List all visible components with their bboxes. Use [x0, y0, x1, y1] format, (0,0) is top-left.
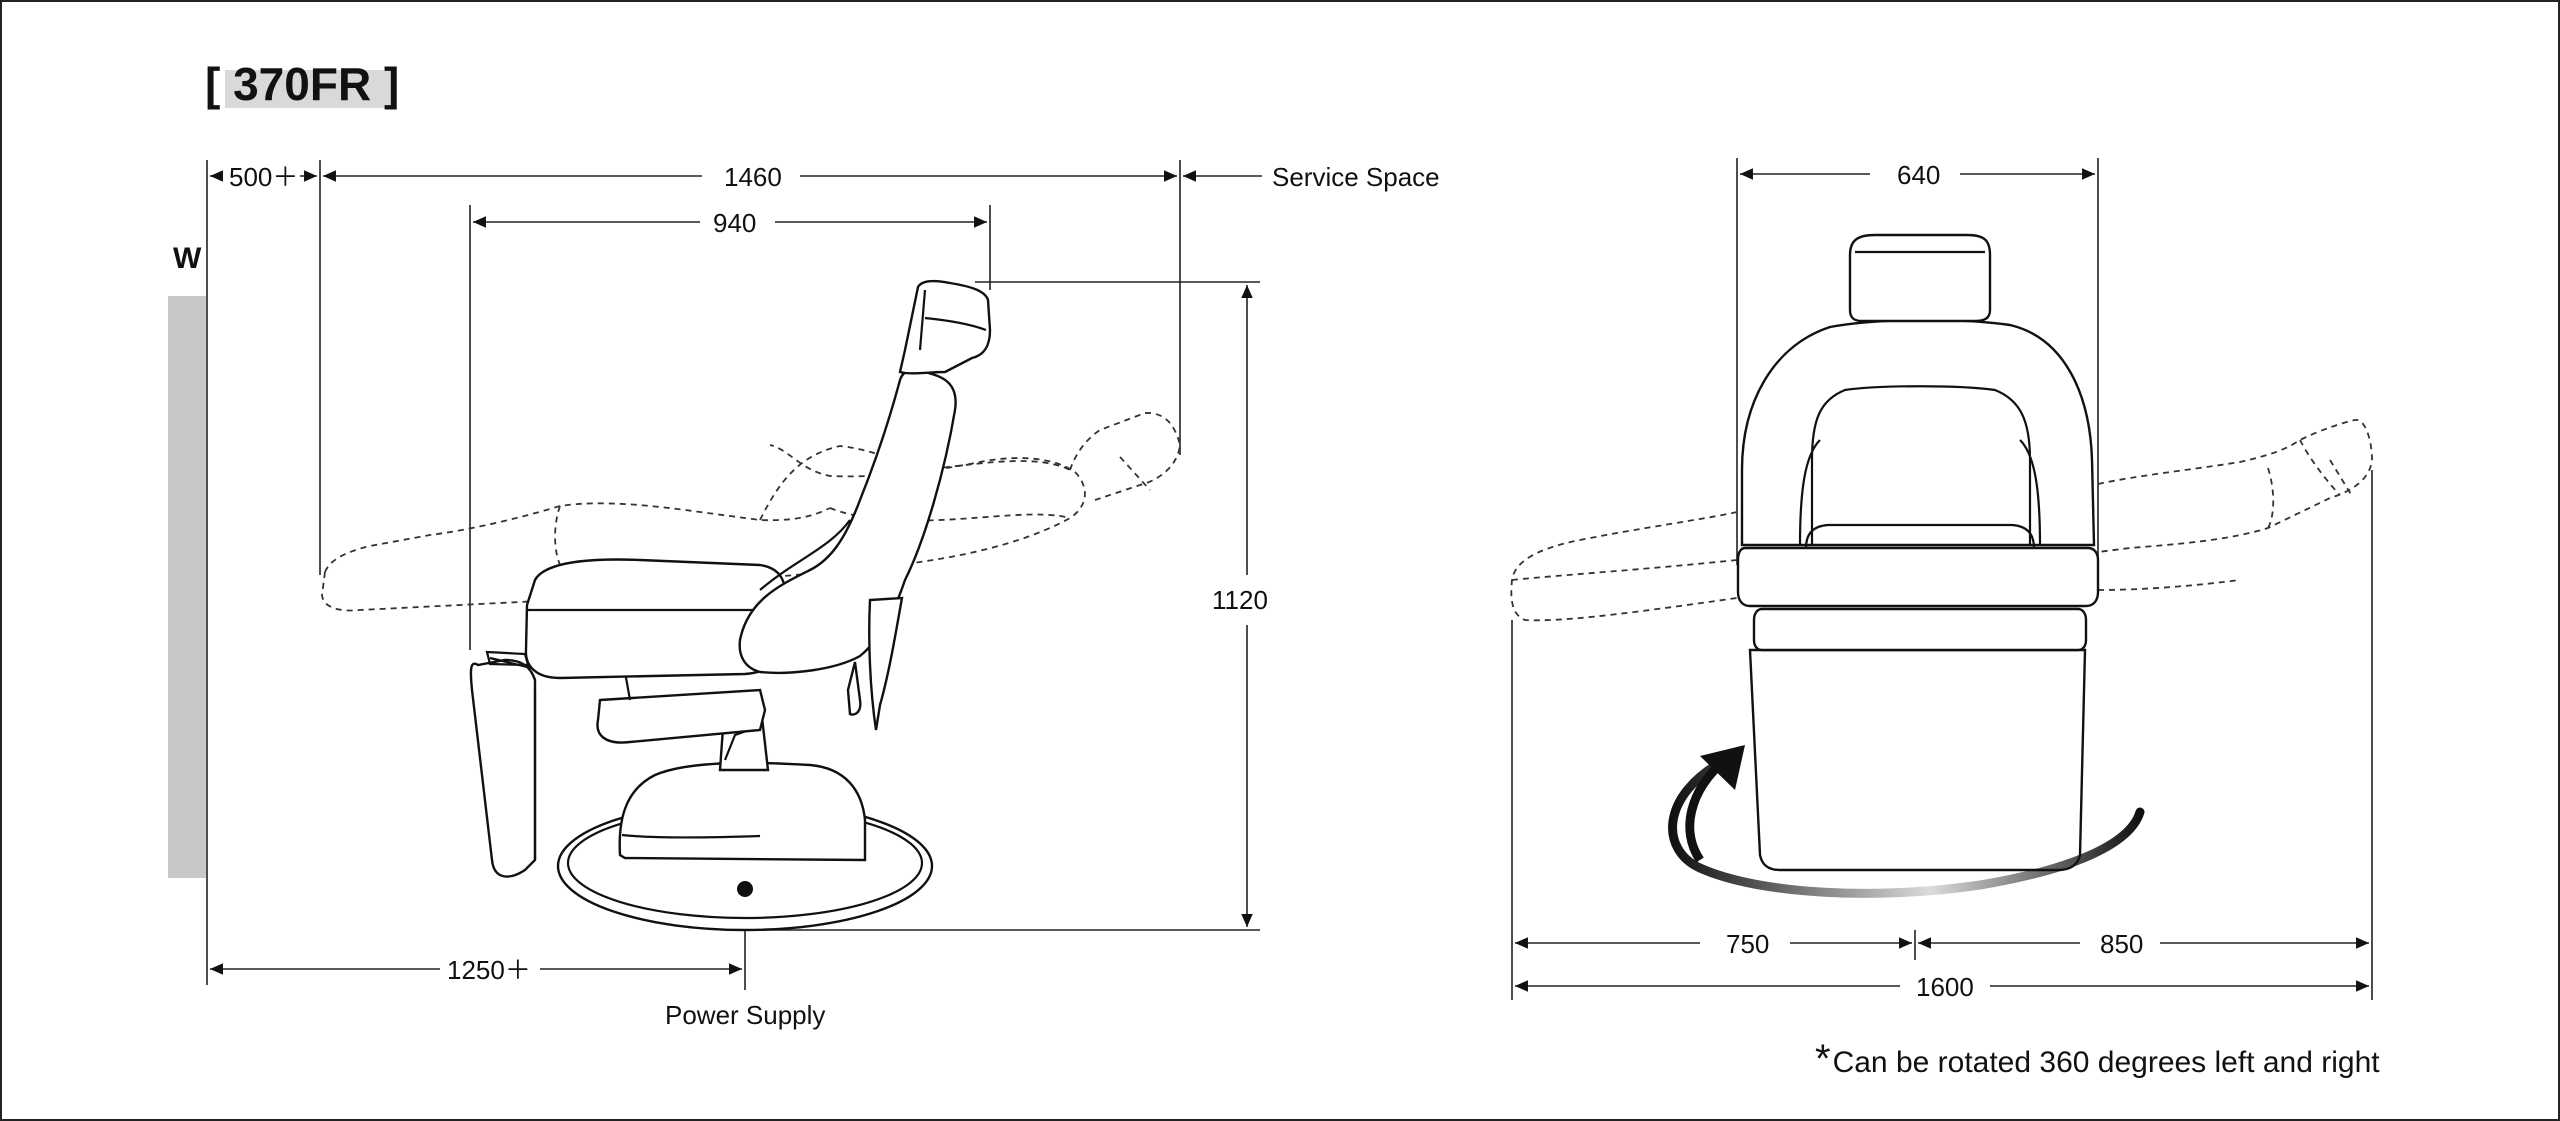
upright-chair: [469, 279, 992, 932]
note-text: Can be rotated 360 degrees left and righ…: [1833, 1046, 2381, 1079]
power-supply-dot: [737, 881, 753, 897]
dim-left-swing: 750: [1726, 929, 1769, 959]
dim-height: 1120: [1212, 585, 1268, 615]
swung-chair-outline: [1510, 419, 2373, 622]
dim-total-width: 1600: [1916, 972, 1974, 1002]
dim-floor-distance: 1250＋: [447, 955, 531, 985]
service-space-label: Service Space: [1272, 162, 1440, 192]
power-supply-label: Power Supply: [665, 1000, 825, 1030]
dim-right-swing: 850: [2100, 929, 2143, 959]
model-title: [ 370FR ]: [205, 58, 399, 110]
front-view: 640 750 850 1600: [1510, 158, 2373, 1002]
dim-side-length: 1460: [724, 162, 782, 192]
rotation-note: *Can be rotated 360 degrees left and rig…: [1815, 1037, 2380, 1081]
dim-seat-depth: 940: [713, 208, 756, 238]
title-highlight: [225, 70, 393, 108]
dim-service-clearance: 500＋: [229, 162, 298, 192]
front-chair: [1736, 233, 2100, 872]
wall-rect: [168, 296, 206, 878]
side-view: 500＋ 1460 Service Space 940 1120 1250＋: [206, 160, 1440, 1030]
note-asterisk: *: [1815, 1037, 1831, 1081]
rotation-arrow: [1668, 745, 2145, 898]
wall-label: W: [173, 242, 202, 275]
dim-front-width: 640: [1897, 160, 1940, 190]
